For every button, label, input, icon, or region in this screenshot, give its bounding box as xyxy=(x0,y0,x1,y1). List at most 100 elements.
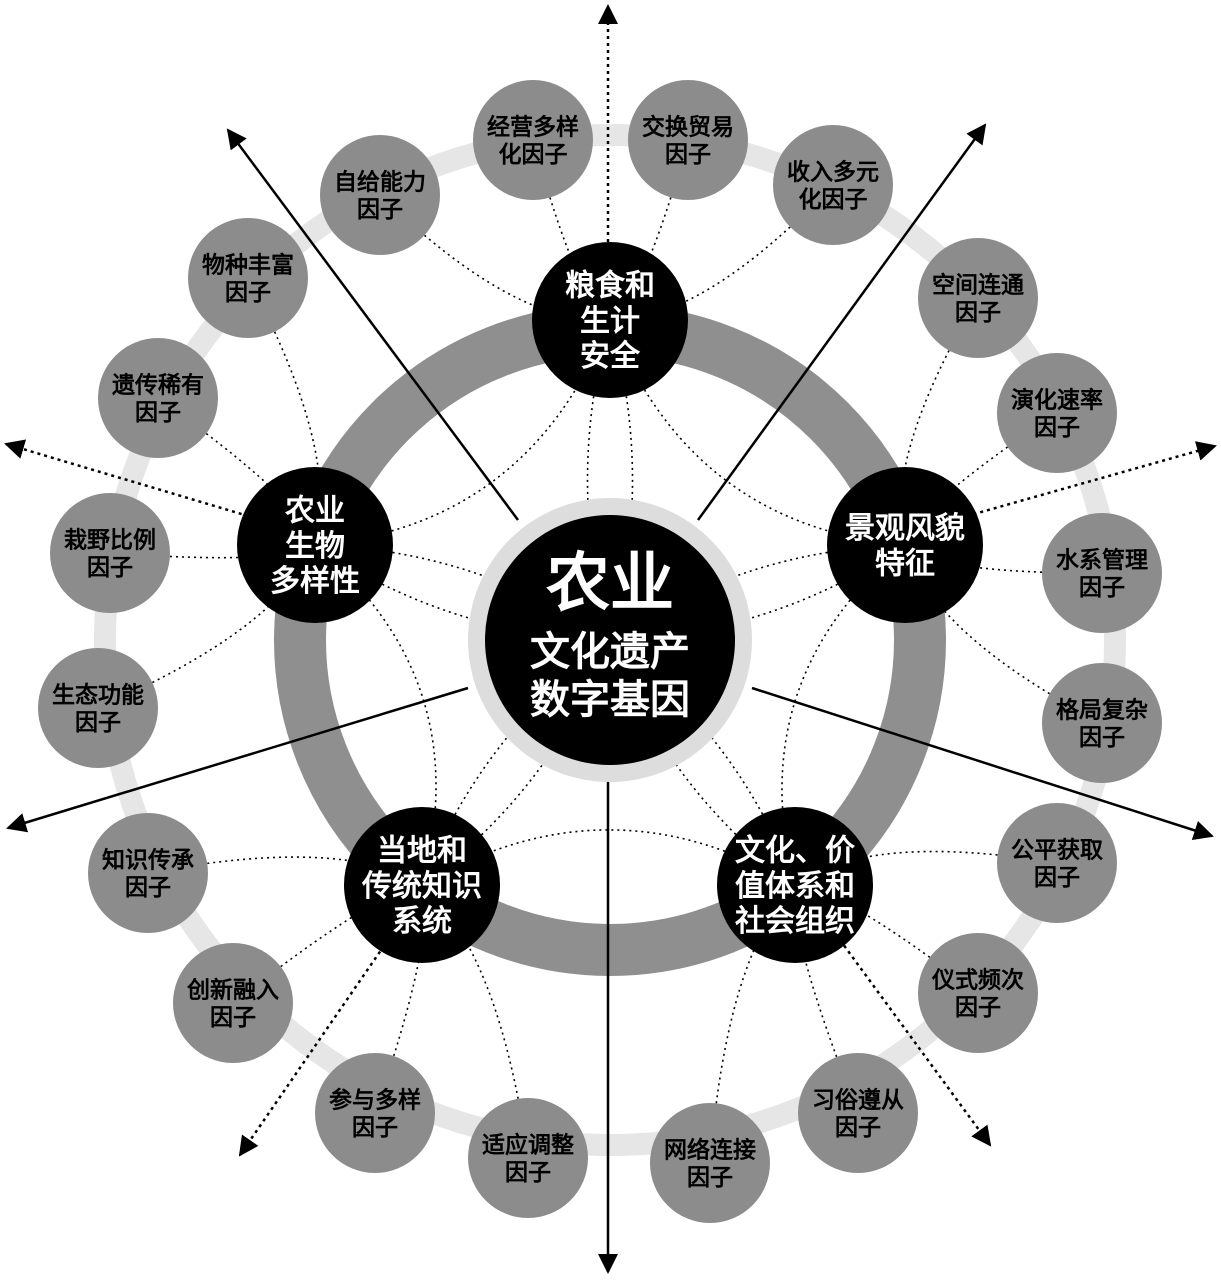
factor-label-line1: 演化速率 xyxy=(1011,387,1103,414)
factor-label-line2: 化因子 xyxy=(499,141,568,168)
factor-circle xyxy=(320,135,440,255)
dimension-circle xyxy=(237,467,393,623)
factor-label-line2: 因子 xyxy=(135,400,181,426)
factor-label-line2: 因子 xyxy=(955,995,1001,1021)
dimension-label-biodiversity-line3: 多样性 xyxy=(270,564,360,599)
factor-circle xyxy=(98,338,218,458)
factor-label-line1: 物种丰富 xyxy=(202,252,294,279)
factor-label-line1: 收入多元 xyxy=(787,159,879,186)
axis-arrows xyxy=(4,4,1217,1274)
factor-label-line1: 适应调整 xyxy=(482,1132,574,1159)
factor-label-line1: 生态功能 xyxy=(52,682,144,709)
outer-ring xyxy=(94,124,1126,1156)
factor-label-line1: 水系管理 xyxy=(1056,547,1148,574)
factor-label-line2: 因子 xyxy=(210,1005,256,1031)
factor-label-line1: 空间连通 xyxy=(932,272,1024,299)
dimension-label-knowledge-line1: 当地和 xyxy=(377,833,467,868)
dimension-circle xyxy=(532,242,688,398)
dimension-label-culture-line1: 文化、价 xyxy=(735,833,855,868)
arrow-dotted-right xyxy=(959,441,1217,520)
connector-biodiversity-center xyxy=(314,544,611,641)
factor-circle xyxy=(918,238,1038,358)
factor-label-line1: 格局复杂 xyxy=(1056,697,1148,724)
factor-circle xyxy=(650,1103,770,1223)
arrow-dotted-left xyxy=(4,439,256,520)
factor-circle xyxy=(50,493,170,613)
dimension-label-food-line2: 生计 xyxy=(580,304,640,339)
dimension-label-biodiversity-line1: 农业 xyxy=(284,493,345,528)
factor-label-line2: 因子 xyxy=(225,280,271,306)
factor-circle xyxy=(468,1098,588,1218)
factor-circle xyxy=(997,803,1117,923)
connector-landscape-center xyxy=(609,544,906,641)
factor-circle xyxy=(188,218,308,338)
dimension-label-landscape-line2: 特征 xyxy=(875,547,935,582)
factor-label-line2: 因子 xyxy=(665,142,711,168)
factor-label-line2: 因子 xyxy=(125,875,171,901)
factor-label-line2: 因子 xyxy=(87,555,133,581)
factor-circle xyxy=(473,80,593,200)
factor-nodes: 自给能力因子经营多样化因子交换贸易因子收入多元化因子空间连通因子演化速率因子水系… xyxy=(38,80,1162,1223)
center-title-line1: 农业 xyxy=(546,547,674,621)
factor-label-line1: 习俗遵从 xyxy=(812,1087,904,1114)
factor-circle xyxy=(1042,663,1162,783)
factor-circle xyxy=(88,813,208,933)
dimension-label-culture-line3: 社会组织 xyxy=(735,904,855,939)
factor-circle xyxy=(628,80,748,200)
factor-label-line1: 公平获取 xyxy=(1011,838,1103,864)
factor-label-line2: 因子 xyxy=(1034,865,1080,891)
arrow-up-right xyxy=(696,123,987,521)
arrow-dotted-down-right xyxy=(838,939,992,1147)
dimension-label-knowledge-line2: 传统知识 xyxy=(361,869,482,904)
factor-circle xyxy=(918,933,1038,1053)
center-title-line2: 文化遗产 xyxy=(530,629,690,675)
dimension-label-food-line3: 安全 xyxy=(580,339,641,374)
factor-label-line1: 网络连接 xyxy=(664,1137,756,1164)
factor-circle xyxy=(1042,513,1162,633)
factor-label-line1: 自给能力 xyxy=(334,169,426,196)
factor-label-line1: 交换贸易 xyxy=(642,114,734,141)
factor-label-line2: 因子 xyxy=(505,1160,551,1186)
factor-label-line2: 因子 xyxy=(955,300,1001,326)
dimension-nodes: 粮食和生计安全景观风貌特征文化、价值体系和社会组织当地和传统知识系统农业生物多样… xyxy=(237,242,983,963)
factor-label-line2: 因子 xyxy=(1079,725,1125,751)
connector-landscape-center xyxy=(609,544,906,641)
arrow-right-down xyxy=(751,686,1214,841)
dimension-label-knowledge-line3: 系统 xyxy=(392,904,452,939)
connector-biodiversity-center xyxy=(314,544,611,641)
factor-label-line2: 因子 xyxy=(1034,415,1080,441)
factor-circle xyxy=(315,1053,435,1173)
factor-circle xyxy=(38,648,158,768)
center-title-line3: 数字基因 xyxy=(530,677,690,723)
dimension-label-biodiversity-line2: 生物 xyxy=(285,529,345,564)
arrow-left-down xyxy=(6,686,469,833)
dimension-circle xyxy=(717,807,873,963)
factor-label-line1: 经营多样 xyxy=(487,114,579,141)
dimension-circle xyxy=(827,467,983,623)
factor-label-line1: 知识传承 xyxy=(102,847,194,874)
factor-label-line1: 仪式频次 xyxy=(931,967,1024,994)
arrow-dotted-down-left xyxy=(238,939,390,1157)
factor-label-line2: 因子 xyxy=(835,1115,881,1141)
